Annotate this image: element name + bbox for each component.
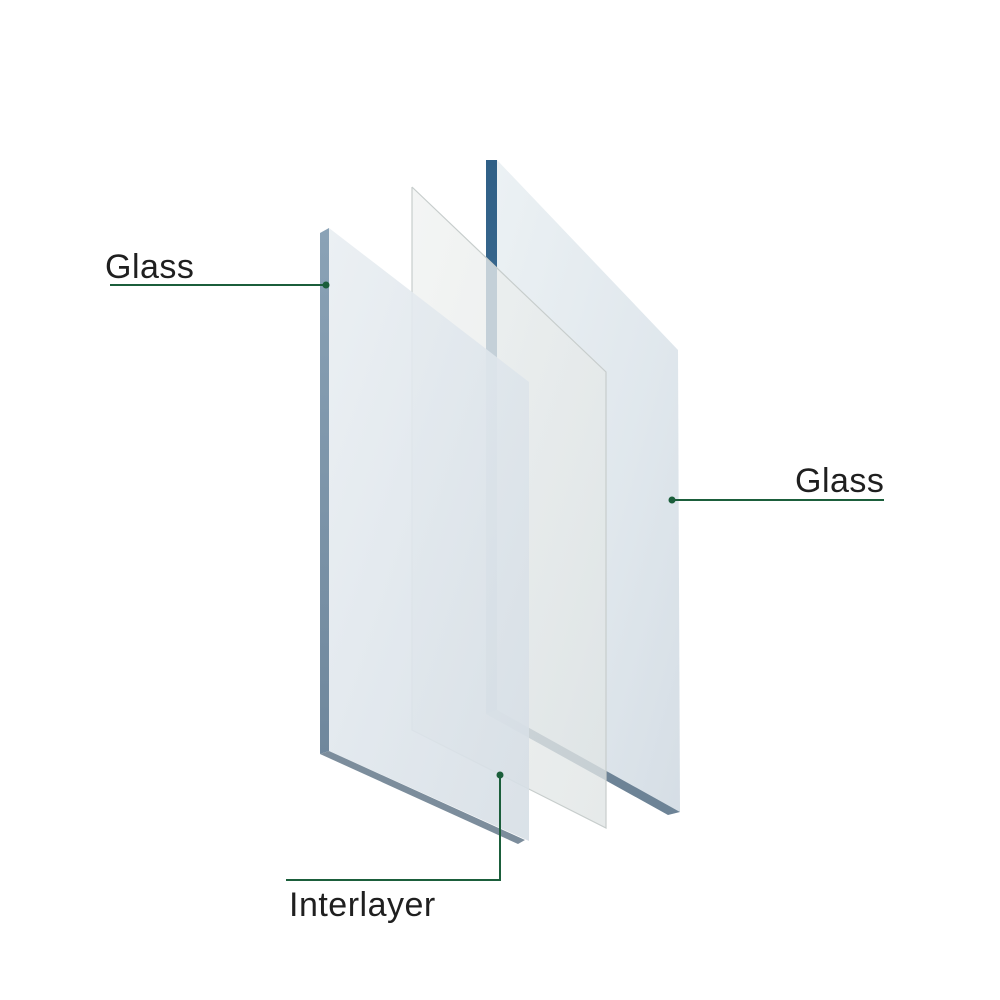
- label-glass-right: Glass: [795, 462, 885, 500]
- leader-dot: [668, 496, 676, 504]
- front-glass-face: [329, 228, 529, 841]
- leader-dot: [322, 281, 330, 289]
- label-glass-left: Glass: [105, 248, 195, 286]
- leader-dot: [496, 771, 504, 779]
- label-interlayer: Interlayer: [289, 886, 436, 924]
- leader-interlayer: [286, 771, 504, 881]
- front-glass-edge: [320, 228, 329, 754]
- leader-glass-left: [110, 281, 330, 289]
- leader-glass-right: [668, 496, 884, 504]
- leader-line: [286, 775, 501, 881]
- front-glass-bottom-edge: [320, 751, 525, 844]
- front-glass-pane: [320, 228, 529, 844]
